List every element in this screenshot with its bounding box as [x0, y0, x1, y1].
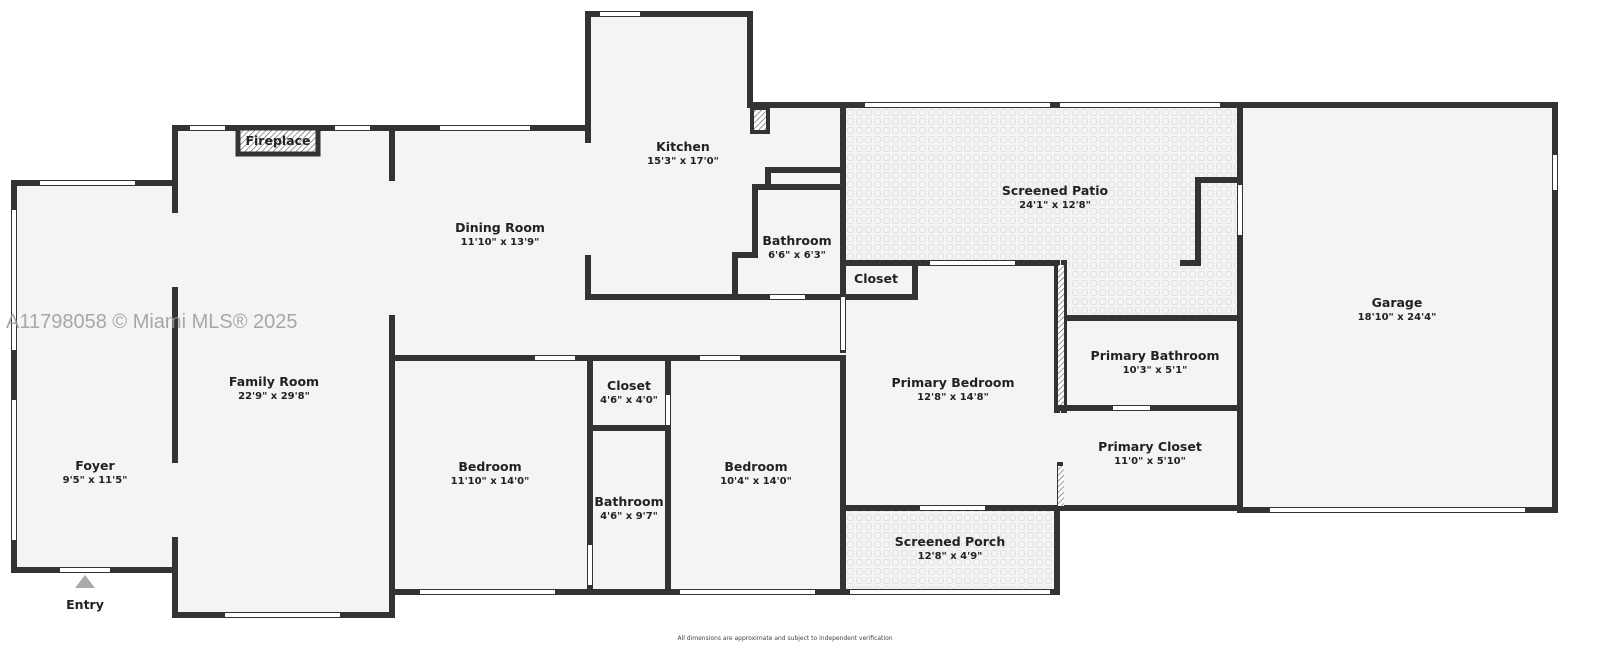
bathroom-1-name: Bathroom: [762, 233, 831, 248]
bathroom-2-name: Bathroom: [594, 494, 663, 509]
dining-room-floor: [392, 128, 588, 358]
bedrooms-floor: [392, 358, 843, 592]
garage-floor: [1240, 105, 1555, 510]
foyer-dim: 9'5" x 11'5": [63, 475, 128, 486]
foyer-name: Foyer: [75, 458, 115, 473]
floors: [14, 14, 1555, 615]
foyer-floor: [14, 183, 175, 570]
family-room-dim: 22'9" x 29'8": [238, 391, 310, 402]
windows: [12, 12, 1557, 617]
bathroom-1-dim: 6'6" x 6'3": [768, 250, 826, 261]
closet-2-dim: 4'6" x 4'0": [600, 395, 658, 406]
closet-2-name: Closet: [607, 378, 651, 393]
closet-1-name: Closet: [854, 271, 898, 286]
patio-name: Screened Patio: [1002, 183, 1109, 198]
bathroom-2-dim: 4'6" x 9'7": [600, 511, 658, 522]
patio-dim: 24'1" x 12'8": [1019, 200, 1091, 211]
fireplace-label: Fireplace: [245, 133, 310, 148]
garage-dim: 18'10" x 24'4": [1358, 312, 1437, 323]
bedroom-1-name: Bedroom: [458, 459, 521, 474]
bedroom-1-dim: 11'10" x 14'0": [451, 476, 530, 487]
dining-room-name: Dining Room: [455, 220, 545, 235]
primary-bathroom-name: Primary Bathroom: [1091, 348, 1220, 363]
primary-suite-floor: [1060, 318, 1240, 508]
primary-bedroom-name: Primary Bedroom: [891, 375, 1014, 390]
primary-bedroom-dim: 12'8" x 14'8": [917, 392, 989, 403]
kitchen-annex-floor: [750, 105, 843, 358]
watermark: A11798058 © Miami MLS® 2025: [6, 311, 297, 333]
family-room-floor: [175, 128, 392, 615]
kitchen-floor: [588, 14, 750, 358]
footer-note: All dimensions are approximate and subje…: [677, 635, 892, 642]
entry-arrow-icon: [75, 575, 95, 588]
kitchen-dim: 15'3" x 17'0": [647, 156, 719, 167]
family-room-name: Family Room: [229, 374, 319, 389]
screened-porch-dim: 12'8" x 4'9": [918, 551, 983, 562]
room-labels: Kitchen 15'3" x 17'0" Dining Room 11'10"…: [63, 139, 1437, 562]
screened-porch-name: Screened Porch: [895, 534, 1005, 549]
primary-bedroom-floor: [843, 263, 1060, 508]
garage-name: Garage: [1372, 295, 1423, 310]
kitchen-name: Kitchen: [656, 139, 710, 154]
porch-floor: [843, 508, 1057, 592]
dining-room-dim: 11'10" x 13'9": [461, 237, 540, 248]
bedroom-2-dim: 10'4" x 14'0": [720, 476, 792, 487]
fireplace: Fireplace: [235, 125, 321, 157]
primary-closet-name: Primary Closet: [1098, 439, 1202, 454]
primary-closet-dim: 11'0" x 5'10": [1114, 456, 1186, 467]
primary-bathroom-dim: 10'3" x 5'1": [1123, 365, 1188, 376]
entry-label: Entry: [66, 597, 104, 612]
bedroom-2-name: Bedroom: [724, 459, 787, 474]
